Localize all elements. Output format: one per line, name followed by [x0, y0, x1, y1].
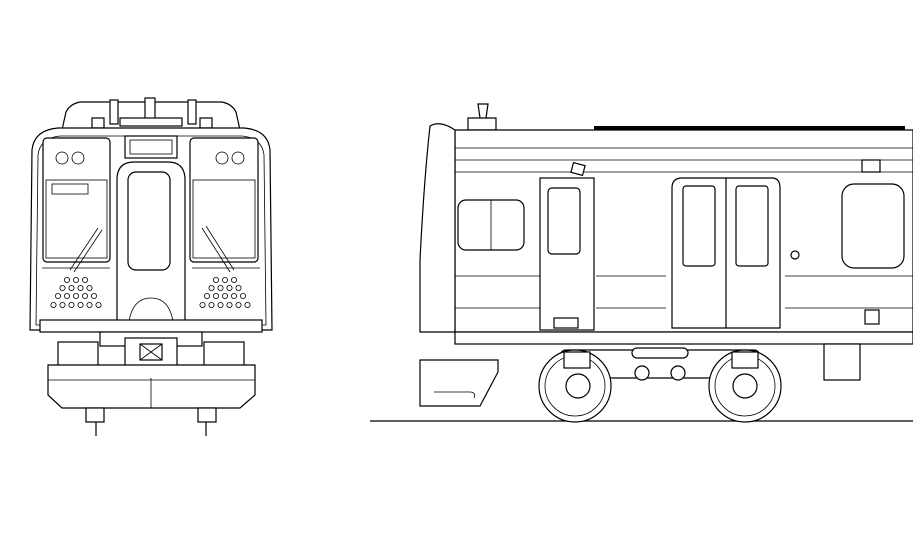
headlight-dot: [82, 276, 89, 283]
headlight-dot: [230, 276, 237, 283]
headlight-dot: [221, 276, 228, 283]
headlight-dot: [73, 276, 80, 283]
headlight-dot: [244, 301, 251, 308]
side-view: [370, 103, 913, 423]
headlight-dot: [208, 301, 215, 308]
headlight-dot: [91, 292, 98, 299]
headlight-dot: [77, 284, 84, 291]
headlight-dot: [95, 301, 102, 308]
headlight-dot: [86, 301, 93, 308]
front-view: [29, 97, 273, 436]
headlight-dot: [64, 292, 71, 299]
headlight-dot: [73, 292, 80, 299]
front-window-right: [189, 137, 259, 263]
headlight-dot: [230, 292, 237, 299]
headlight-dot: [226, 284, 233, 291]
headlight-dot: [212, 276, 219, 283]
cab-nose: [419, 123, 456, 333]
headlight-dot: [55, 292, 62, 299]
headlight-cluster-left: [50, 276, 102, 308]
headlight-cluster-right: [199, 276, 251, 308]
headlight-dot: [203, 292, 210, 299]
coupler: [57, 331, 245, 369]
headlight-dot: [217, 284, 224, 291]
destination-display: [124, 135, 178, 159]
headlight-dot: [221, 292, 228, 299]
roof-equipment: [91, 97, 213, 129]
equipment-box: [823, 343, 861, 381]
headlight-dot: [208, 284, 215, 291]
headlight-dot: [86, 284, 93, 291]
front-skirt: [47, 364, 256, 409]
bogie: [538, 347, 782, 423]
headlight-dot: [226, 301, 233, 308]
headlight-dot: [77, 301, 84, 308]
headlight-dot: [235, 301, 242, 308]
headlight-dot: [64, 276, 71, 283]
front-window-left: [42, 137, 111, 263]
pantograph-base: [467, 103, 497, 131]
headlight-dot: [59, 301, 66, 308]
headlight-dot: [68, 284, 75, 291]
side-window: [841, 183, 905, 269]
door-window: [127, 171, 171, 271]
headlight-dot: [59, 284, 66, 291]
headlight-dot: [239, 292, 246, 299]
headlight-dot: [212, 292, 219, 299]
headlight-dot: [217, 301, 224, 308]
headlight-dot: [50, 301, 57, 308]
headlight-dot: [235, 284, 242, 291]
headlight-dot: [199, 301, 206, 308]
headlight-dot: [82, 292, 89, 299]
headlight-dot: [68, 301, 75, 308]
front-skirt-side: [419, 359, 499, 407]
